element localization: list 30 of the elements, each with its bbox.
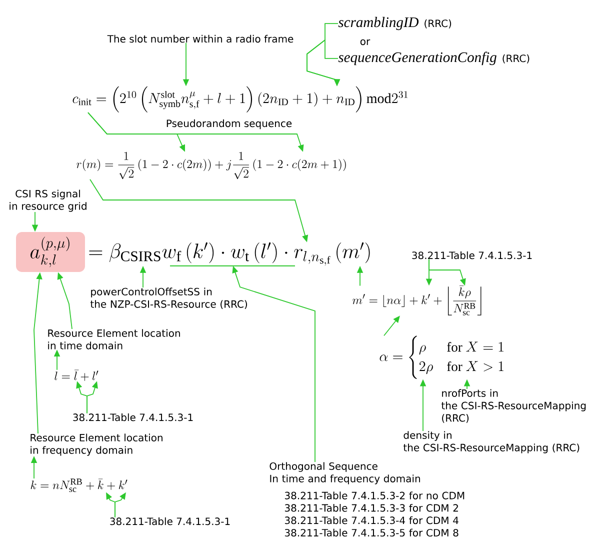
annotation-text: (RRC) [502,54,530,64]
highlight-box: $a_{k,l}^{(p,\mu)}$ [16,232,85,272]
edge-label: Pseudorandom sequence [166,119,292,130]
formula: $\alpha=\begin{cases}\rho & \mathrm{for}\ X=1\\2\rho & \mathrm{for}\ X>1\end{cases}$ [380,336,504,379]
parameter-name: sequenceGenerationConfig [338,52,496,66]
reference-text: 38.211-Table 7.4.1.5.3-2 for no CDM [284,492,464,500]
annotation-text: density in the CSI-RS-ResourceMapping (RRC) [403,431,580,454]
annotation-text: In time and frequency domain [270,474,420,484]
annotation-text: Resource Element location in time domain [48,329,180,350]
parameter-name: scramblingID [338,16,419,30]
annotation-text: The slot number within a radio frame [107,34,294,43]
formula: $m'=\lfloor n\alpha\rfloor+k'+\left\lfloor\frac{\bar{k}\rho}{N_{\mathrm{sc}}^{\mathrm{RB}}}\right\rfloor$ [352,286,482,316]
annotation-text: Resource Element location in frequency domain [30,434,162,456]
annotation-text: nrofPorts in the CSI-RS-ResourceMapping (RRC) [441,389,586,423]
reference-text: 38.211-Table 7.4.1.5.3-5 for CDM 8 [284,528,458,537]
annotation-text: or [360,39,370,46]
annotation-text: 38.211-Table 7.4.1.5.3-1 [110,517,230,526]
annotation-text: (RRC) [424,19,452,28]
annotation-text: CSI RS signal in resource grid [10,190,86,212]
formula: $=\beta_{\mathrm{CSIRS}}w_{\mathrm{f}}\left(k'\right)\cdot w_{\mathrm{t}}\left(l'\right)\cdot r_{l,n_{\mathrm{s,f}}}\left(m'\right)$ [89,242,370,266]
formula: $l=\bar{l}+l'$ [54,370,98,381]
annotation-text: powerControlOffsetSS in the NZP-CSI-RS-Resource (RRC) [90,288,248,309]
annotation-text: 38.211-Table 7.4.1.5.3-1 [412,251,532,260]
annotation-text: Orthogonal Sequence [270,462,378,472]
formula: $r(m)=\frac{1}{\sqrt{2}}\left(1-2\cdot c(2m)\right)+j\frac{1}{\sqrt{2}}\left(1-2\cdot c(2m+1)\right)$ [76,152,346,180]
reference-text: 38.211-Table 7.4.1.5.3-4 for CDM 4 [284,516,458,524]
formula: $k=nN_{\mathrm{sc}}^{\mathrm{RB}}+\bar{k}+k'$ [30,478,128,492]
formula: $c_{\mathrm{init}}=\left(2^{10}\left(N_{\mathrm{symb}}^{\mathrm{slot}}n_{\mathrm{s,f}}^{\mu}+l+1\right)\left(2n_{\mathrm{ID}}+1\right)+n_{\mathrm{ID}}\right)\mathrm{mod}2^{31}$ [72,86,408,112]
annotation-text: 38.211-Table 7.4.1.5.3-1 [73,413,193,422]
reference-text: 38.211-Table 7.4.1.5.3-3 for CDM 2 [284,504,458,512]
